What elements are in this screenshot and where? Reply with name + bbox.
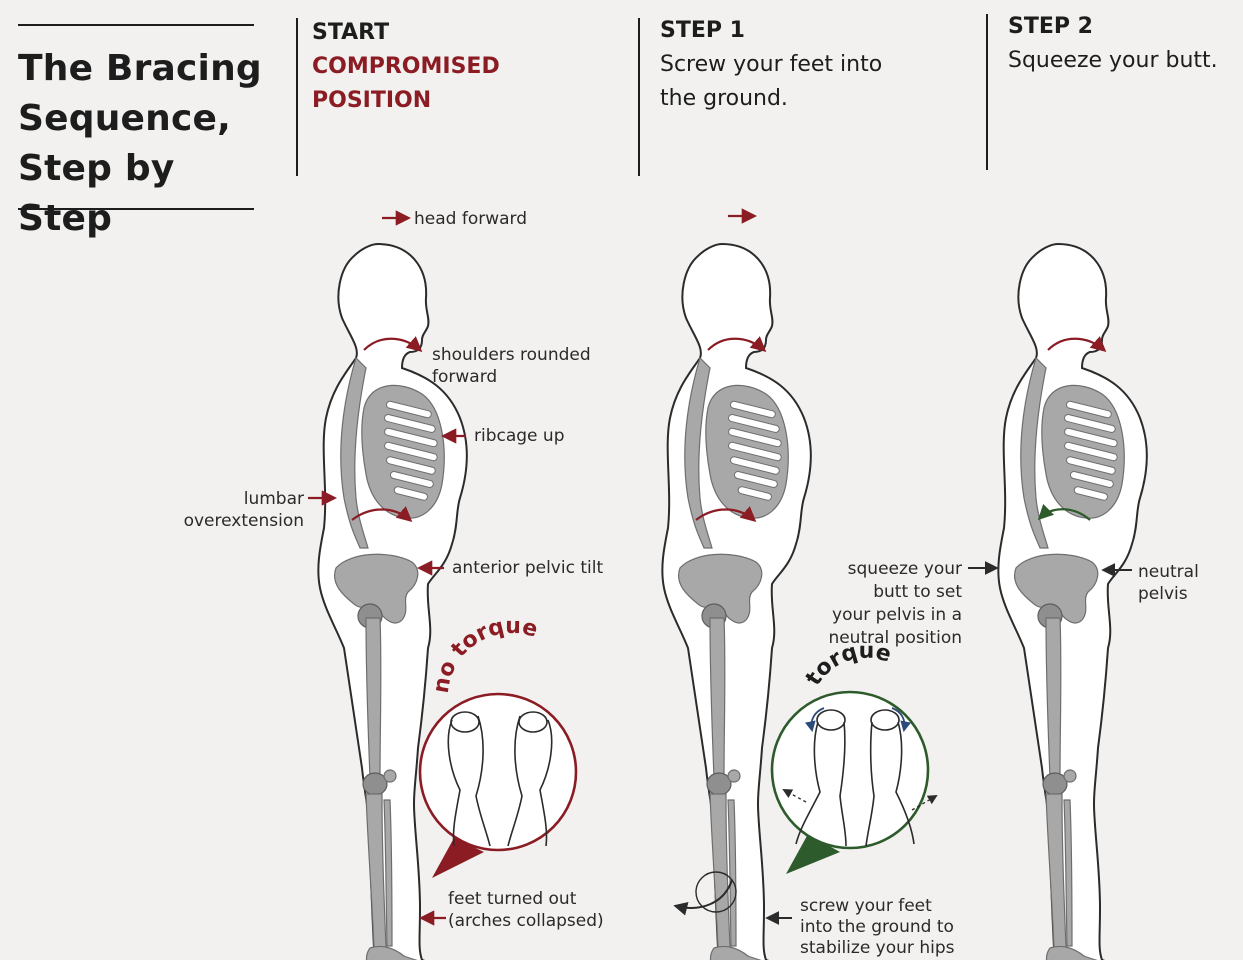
svg-text:no torque: no torque (429, 614, 540, 695)
torque-inset: torque (772, 639, 936, 874)
figure-step2 (998, 244, 1146, 960)
head-forward-label: head forward (414, 208, 527, 230)
squeeze-butt-label: squeeze your butt to set your pelvis in … (800, 558, 962, 650)
anterior-pelvic-tilt-label: anterior pelvic tilt (452, 557, 603, 579)
ribcage-up-label: ribcage up (474, 425, 565, 447)
feet-turned-out-label: feet turned out (arches collapsed) (448, 888, 604, 932)
neutral-pelvis-label: neutral pelvis (1138, 561, 1199, 605)
no-torque-inset: no torque (420, 614, 576, 878)
shoulders-rounded-label: shoulders rounded forward (432, 344, 591, 388)
lumbar-overextension-label: lumbar overextension (160, 488, 304, 532)
no-torque-label: no torque (429, 614, 540, 695)
figure-step1 (662, 244, 810, 960)
screw-feet-label: screw your feet into the ground to stabi… (800, 896, 954, 959)
